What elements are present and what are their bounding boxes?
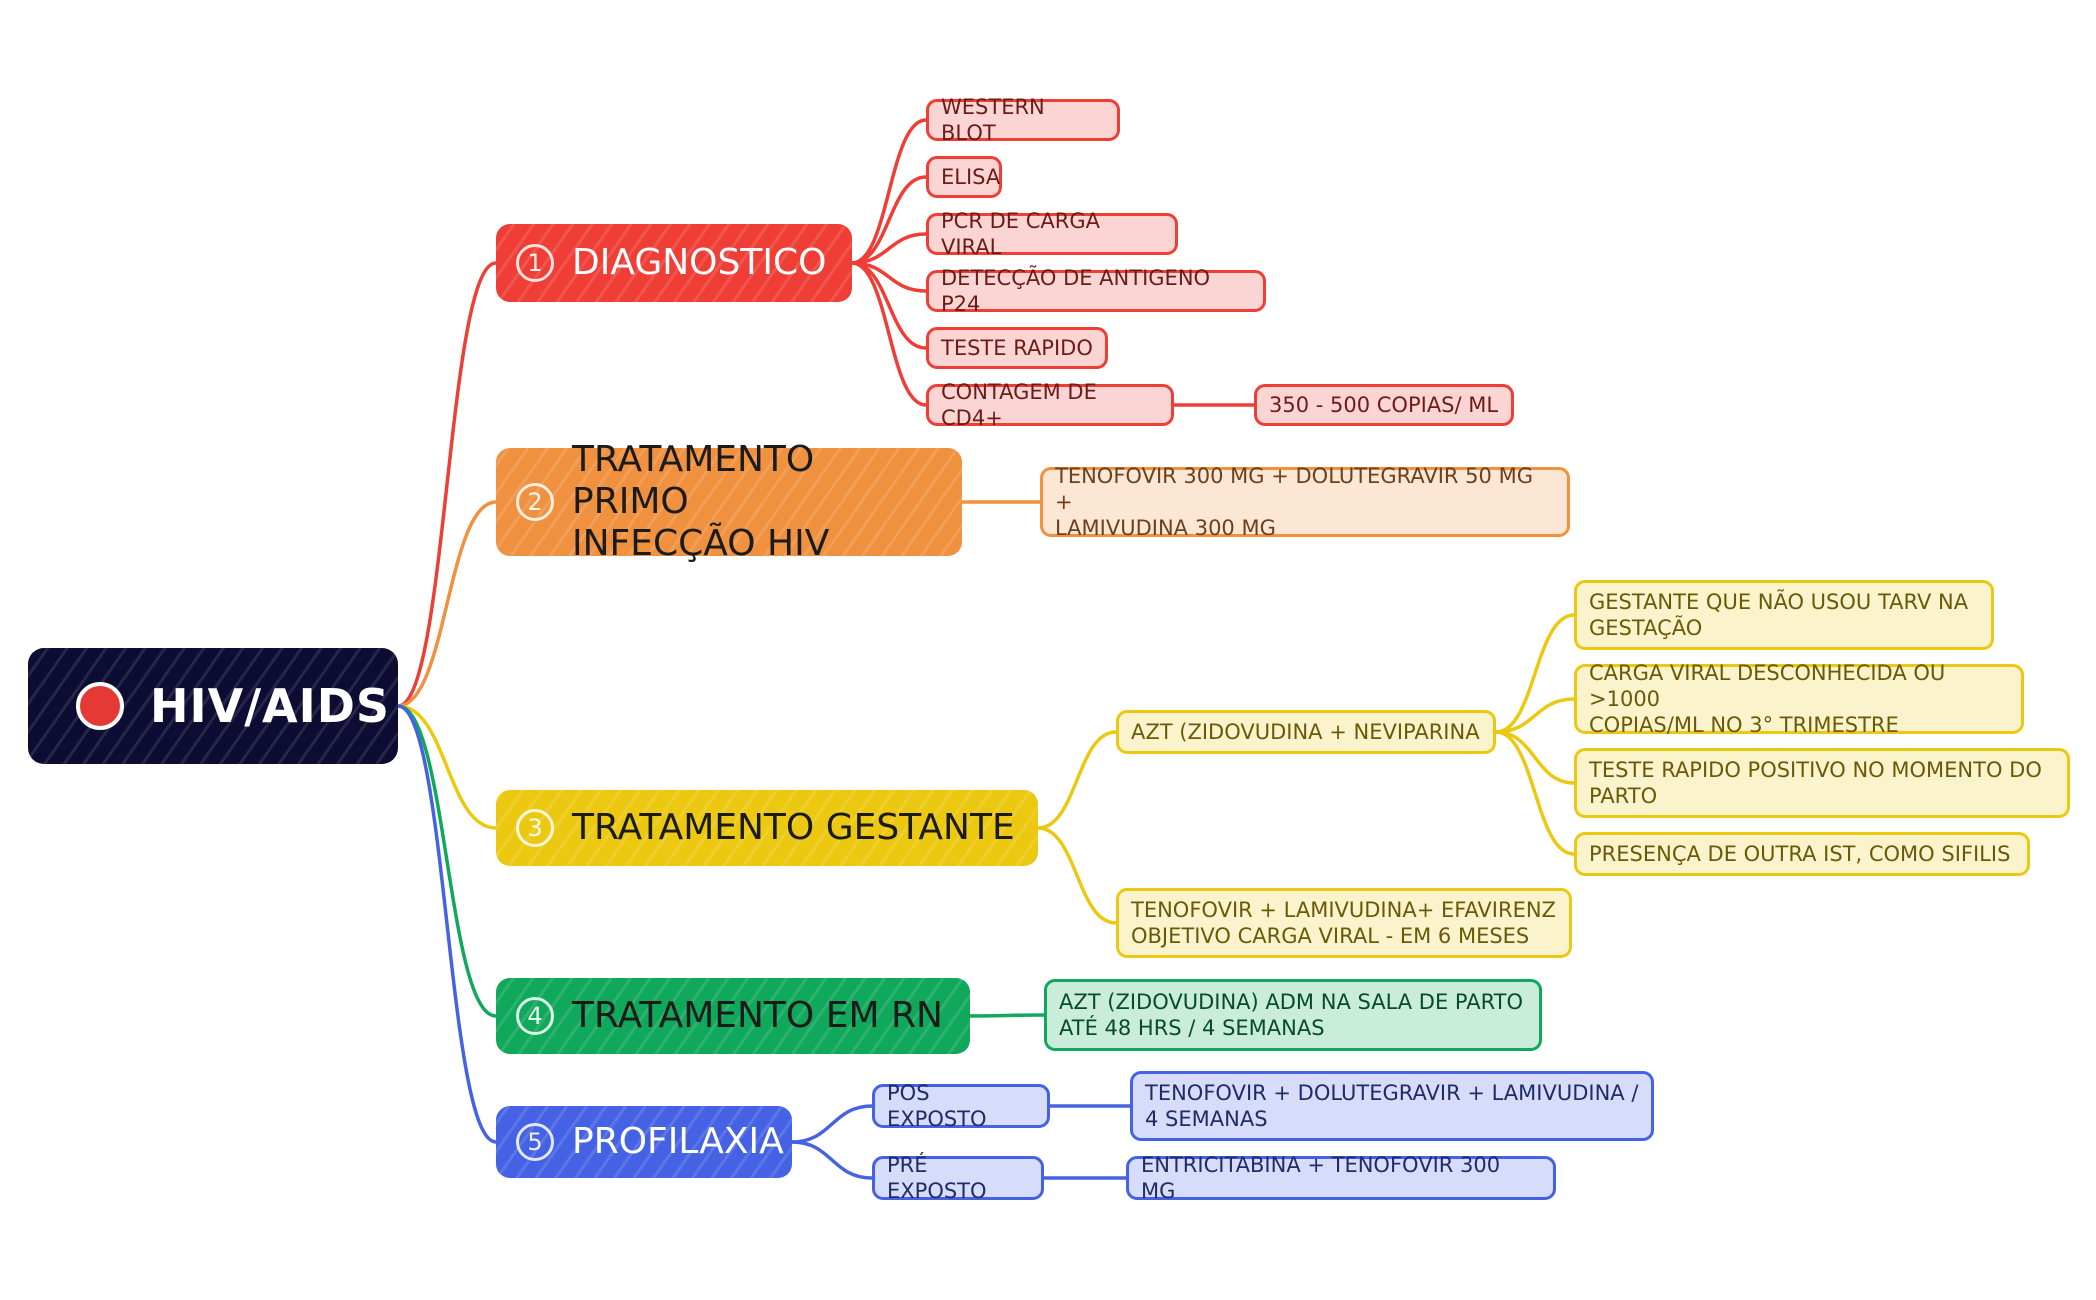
topic-label: DIAGNOSTICO <box>572 242 827 283</box>
number-badge-2: 2 <box>516 483 554 521</box>
leaf-pre-exposto[interactable]: PRÉ EXPOSTO <box>872 1153 1044 1203</box>
leaf-label: CARGA VIRAL DESCONHECIDA OU >1000 COPIAS… <box>1589 661 1946 737</box>
topic-tratamento-gestante[interactable]: 3 TRATAMENTO GESTANTE <box>496 790 1038 866</box>
leaf-label: ENTRICITABINA + TENOFOVIR 300 MG <box>1141 1153 1501 1203</box>
leaf-tenofovir-lamivudina-efavirenz[interactable]: TENOFOVIR + LAMIVUDINA+ EFAVIRENZ OBJETI… <box>1116 888 1572 958</box>
leaf-antigeno-p24[interactable]: DETECÇÃO DE ANTIGENO P24 <box>926 266 1266 316</box>
leaf-label: AZT (ZIDOVUDINA) ADM NA SALA DE PARTO AT… <box>1059 990 1524 1040</box>
leaf-label: WESTERN BLOT <box>941 95 1045 145</box>
leaf-label: PRÉ EXPOSTO <box>887 1153 987 1203</box>
topic-profilaxia[interactable]: 5 PROFILAXIA <box>496 1106 792 1178</box>
leaf-carga-viral-desconhecida[interactable]: CARGA VIRAL DESCONHECIDA OU >1000 COPIAS… <box>1574 661 2024 737</box>
connector-azt-1 <box>1494 697 1576 734</box>
leaf-label: TENOFOVIR 300 MG + DOLUTEGRAVIR 50 MG + … <box>1055 464 1533 540</box>
leaf-pos-exposto[interactable]: POS EXPOSTO <box>872 1081 1050 1131</box>
leaf-contagem-cd4[interactable]: CONTAGEM DE CD4+ <box>926 380 1174 430</box>
leaf-label: CONTAGEM DE CD4+ <box>941 380 1097 430</box>
leaf-outra-ist-sifilis[interactable]: PRESENÇA DE OUTRA IST, COMO SIFILIS <box>1574 832 2030 876</box>
connector-diagnostico-1 <box>850 175 928 265</box>
leaf-label: 350 - 500 COPIAS/ ML <box>1269 393 1499 417</box>
leaf-gestante-nao-usou-tarv[interactable]: GESTANTE QUE NÃO USOU TARV NA GESTAÇÃO <box>1574 580 1994 650</box>
leaf-label: TESTE RAPIDO POSITIVO NO MOMENTO DO PART… <box>1589 758 2042 808</box>
leaf-label: TESTE RAPIDO <box>941 336 1093 360</box>
connector-profilaxia-pos <box>790 1104 874 1144</box>
leaf-label: DETECÇÃO DE ANTIGENO P24 <box>941 266 1211 316</box>
topic-tratamento-em-rn[interactable]: 4 TRATAMENTO EM RN <box>496 978 970 1054</box>
topic-tratamento-primo-infeccao[interactable]: 2 TRATAMENTO PRIMO INFECÇÃO HIV <box>496 439 962 564</box>
leaf-tenofovir-dolutegravir-lamivudina[interactable]: TENOFOVIR 300 MG + DOLUTEGRAVIR 50 MG + … <box>1040 464 1570 540</box>
leaf-label: PCR DE CARGA VIRAL <box>941 209 1100 259</box>
topic-label: PROFILAXIA <box>572 1121 784 1162</box>
leaf-teste-rapido[interactable]: TESTE RAPIDO <box>926 327 1108 369</box>
topic-diagnostico[interactable]: 1 DIAGNOSTICO <box>496 224 852 302</box>
leaf-label: TENOFOVIR + LAMIVUDINA+ EFAVIRENZ OBJETI… <box>1131 898 1556 948</box>
connector-diagnostico-0 <box>850 118 928 265</box>
connector-root-primo <box>396 500 498 708</box>
connector-rn-leaf <box>968 1013 1046 1018</box>
connector-diagnostico-2 <box>850 232 928 265</box>
leaf-entricitabina-tenofovir[interactable]: ENTRICITABINA + TENOFOVIR 300 MG <box>1126 1153 1556 1203</box>
leaf-label: TENOFOVIR + DOLUTEGRAVIR + LAMIVUDINA / … <box>1145 1081 1639 1131</box>
record-dot-icon <box>76 682 124 730</box>
leaf-tenofovir-dolutegravir-4-semanas[interactable]: TENOFOVIR + DOLUTEGRAVIR + LAMIVUDINA / … <box>1130 1071 1654 1141</box>
connector-root-profilaxia <box>396 704 498 1144</box>
topic-label: TRATAMENTO EM RN <box>572 995 943 1036</box>
connector-azt-3 <box>1494 730 1576 856</box>
connector-azt-0 <box>1494 613 1576 734</box>
leaf-350-500-copias[interactable]: 350 - 500 COPIAS/ ML <box>1254 384 1514 426</box>
connector-gestante-tenofovir <box>1036 826 1118 925</box>
leaf-label: ELISA <box>941 165 1001 189</box>
leaf-elisa[interactable]: ELISA <box>926 156 1002 198</box>
connector-root-rn <box>396 704 498 1018</box>
root-node[interactable]: HIV/AIDS <box>28 648 398 764</box>
connector-root-gestante <box>396 704 498 830</box>
connector-gestante-azt <box>1036 730 1118 830</box>
connector-azt-2 <box>1494 730 1576 785</box>
number-badge-5: 5 <box>516 1123 554 1161</box>
connector-profilaxia-pre <box>790 1140 874 1180</box>
leaf-pcr-carga-viral[interactable]: PCR DE CARGA VIRAL <box>926 209 1178 259</box>
topic-label: TRATAMENTO GESTANTE <box>572 807 1015 848</box>
connector-root-diagnostico <box>396 261 498 708</box>
number-badge-3: 3 <box>516 809 554 847</box>
leaf-label: POS EXPOSTO <box>887 1081 987 1131</box>
leaf-label: GESTANTE QUE NÃO USOU TARV NA GESTAÇÃO <box>1589 590 1969 640</box>
leaf-western-blot[interactable]: WESTERN BLOT <box>926 95 1120 145</box>
root-label: HIV/AIDS <box>150 679 391 733</box>
leaf-label: AZT (ZIDOVUDINA + NEVIPARINA <box>1131 720 1480 744</box>
number-badge-1: 1 <box>516 244 554 282</box>
connector-diagnostico-5 <box>850 261 928 407</box>
leaf-azt-neviparina[interactable]: AZT (ZIDOVUDINA + NEVIPARINA <box>1116 710 1496 754</box>
leaf-label: PRESENÇA DE OUTRA IST, COMO SIFILIS <box>1589 842 2011 866</box>
leaf-azt-sala-de-parto[interactable]: AZT (ZIDOVUDINA) ADM NA SALA DE PARTO AT… <box>1044 979 1542 1051</box>
number-badge-4: 4 <box>516 997 554 1035</box>
topic-label: TRATAMENTO PRIMO INFECÇÃO HIV <box>572 439 830 564</box>
leaf-teste-rapido-positivo[interactable]: TESTE RAPIDO POSITIVO NO MOMENTO DO PART… <box>1574 748 2070 818</box>
